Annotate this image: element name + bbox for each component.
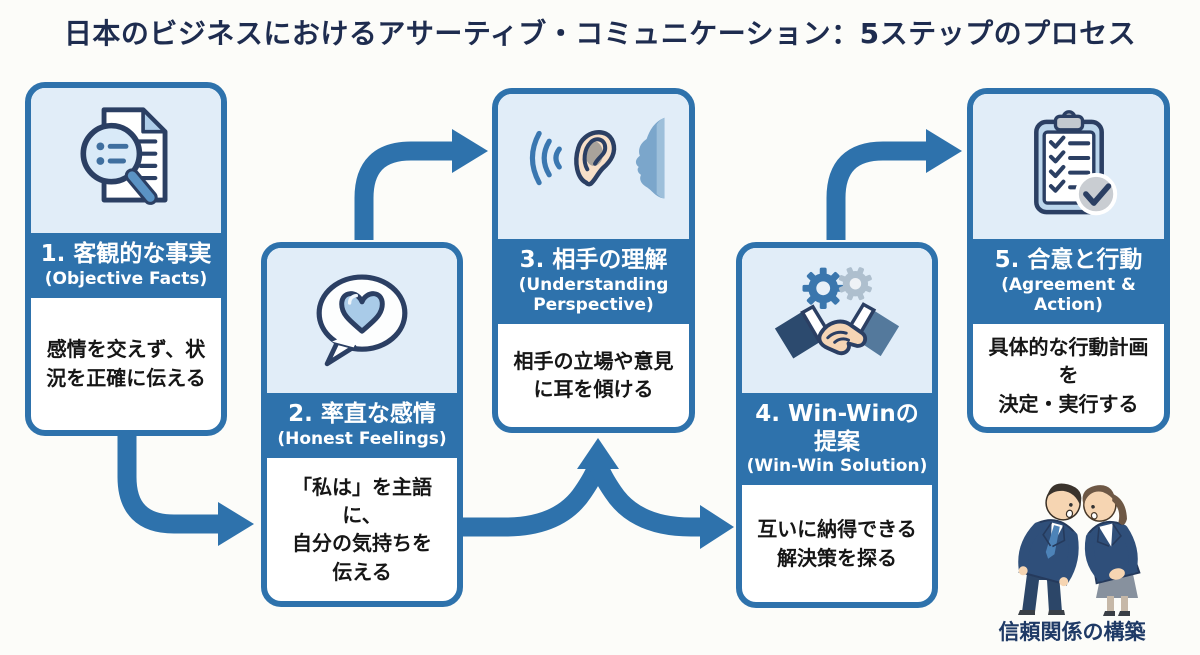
gear-left	[802, 267, 844, 309]
step-card-3: 3. 相手の理解 (Understanding Perspective) 相手の…	[492, 88, 695, 433]
step-card-5: 5. 合意と行動 (Agreement & Action) 具体的な行動計画を …	[967, 88, 1170, 433]
step-4-header: 4. Win-Winの提案 (Win-Win Solution)	[742, 393, 932, 486]
clipboard-check-icon	[1033, 109, 1117, 215]
bowing-woman	[1082, 485, 1141, 616]
step-card-2: 2. 率直な感情 (Honest Feelings) 「私は」を主語に、 自分の…	[261, 242, 463, 607]
step-2-header: 2. 率直な感情 (Honest Feelings)	[267, 393, 457, 458]
bowing-man	[1018, 483, 1082, 615]
step-2-description: 「私は」を主語に、 自分の気持ちを 伝える	[292, 474, 432, 584]
heart-speech-bubble-icon	[316, 273, 408, 366]
flow-arrow-2-to-3	[354, 129, 488, 240]
step-3-subtitle: (Understanding Perspective)	[518, 274, 669, 315]
step-5-description: 具体的な行動計画を 決定・実行する	[988, 334, 1149, 416]
page-title: 日本のビジネスにおけるアサーティブ・コミュニケーション：5ステップのプロセス	[63, 17, 1137, 50]
step-5-icon-area	[973, 94, 1164, 239]
step-3-header: 3. 相手の理解 (Understanding Perspective)	[498, 239, 689, 324]
gear-right	[838, 267, 872, 301]
step-2-icon-area	[267, 248, 457, 393]
step-1-header: 1. 客観的な事実 (Objective Facts)	[31, 233, 221, 298]
step-4-description: 互いに納得できる 解決策を探る	[757, 517, 917, 570]
step-1-description: 感情を交えず、状 況を正確に伝える	[46, 337, 206, 390]
step-3-description: 相手の立場や意見 に耳を傾ける	[513, 348, 674, 402]
handshake-gears-icon	[774, 267, 900, 359]
step-1-title: 1. 客観的な事実	[40, 241, 212, 267]
step-4-icon-area	[742, 248, 932, 393]
listening-ear-icon	[529, 117, 665, 198]
step-card-1: 1. 客観的な事実 (Objective Facts) 感情を交えず、状 況を正…	[25, 82, 227, 436]
step-5-header: 5. 合意と行動 (Agreement & Action)	[973, 239, 1164, 324]
step-3-icon-area	[498, 94, 689, 239]
step-1-subtitle: (Objective Facts)	[44, 268, 208, 289]
flow-arrow-2-3-to-4	[458, 438, 734, 549]
step-5-subtitle: (Agreement & Action)	[1001, 274, 1136, 315]
step-3-title: 3. 相手の理解	[519, 247, 668, 273]
step-5-title: 5. 合意と行動	[994, 247, 1143, 273]
step-2-title: 2. 率直な感情	[288, 401, 436, 427]
trust-caption: 信頼関係の構築	[998, 620, 1146, 644]
step-card-4: 4. Win-Winの提案 (Win-Win Solution) 互いに納得でき…	[736, 242, 938, 608]
flow-arrow-1-to-2	[117, 434, 254, 546]
step-1-icon-area	[31, 88, 221, 233]
bowing-people-illustration	[1018, 483, 1141, 616]
magnifier-document-icon	[80, 106, 168, 205]
step-4-subtitle: (Win-Win Solution)	[746, 456, 928, 477]
flow-arrow-4-to-5	[826, 129, 962, 240]
step-4-title: 4. Win-Winの提案	[755, 401, 919, 455]
step-2-subtitle: (Honest Feelings)	[277, 428, 447, 449]
